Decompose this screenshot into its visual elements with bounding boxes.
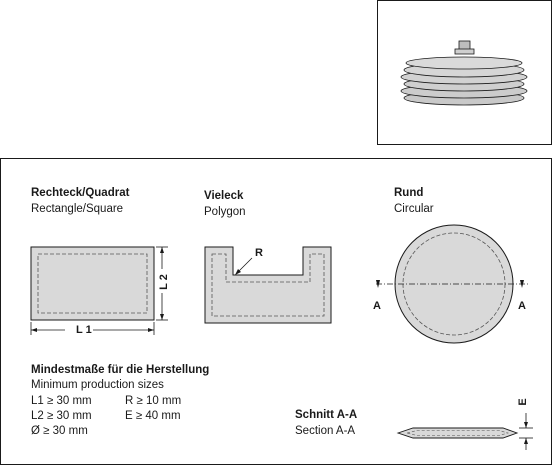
- polygon-subtitle: Polygon: [204, 206, 246, 218]
- dimension-l1-label: L 1: [76, 324, 92, 336]
- min-e: E ≥ 40 mm: [125, 410, 181, 422]
- rectangle-subtitle: Rectangle/Square: [31, 203, 124, 215]
- product-image-frame: [377, 0, 552, 145]
- min-sizes-subtitle: Minimum production sizes: [31, 379, 164, 391]
- bellows-illustration: [400, 40, 528, 106]
- section-marker-left: A: [373, 300, 381, 312]
- section-marker-right: A: [518, 300, 526, 312]
- section-subtitle: Section A-A: [295, 425, 356, 437]
- min-r: R ≥ 10 mm: [125, 395, 182, 407]
- min-l1: L1 ≥ 30 mm: [31, 395, 92, 407]
- rectangle-title: Rechteck/Quadrat: [31, 187, 130, 199]
- circular-title: Rund: [394, 187, 424, 199]
- min-l2: L2 ≥ 30 mm: [31, 410, 92, 422]
- rectangle-drawing: [30, 246, 168, 335]
- min-sizes-title: Mindestmaße für die Herstellung: [31, 364, 210, 376]
- polygon-drawing: [204, 246, 332, 324]
- section-title: Schnitt A-A: [295, 409, 358, 421]
- min-diameter: Ø ≥ 30 mm: [31, 425, 88, 437]
- circular-subtitle: Circular: [394, 203, 434, 215]
- section-e-label: E: [517, 398, 529, 406]
- section-drawing: [396, 413, 533, 450]
- radius-label: R: [255, 247, 263, 259]
- circular-drawing: [376, 224, 530, 344]
- dimension-l2-label: L 2: [158, 274, 170, 290]
- polygon-title: Vieleck: [204, 190, 244, 202]
